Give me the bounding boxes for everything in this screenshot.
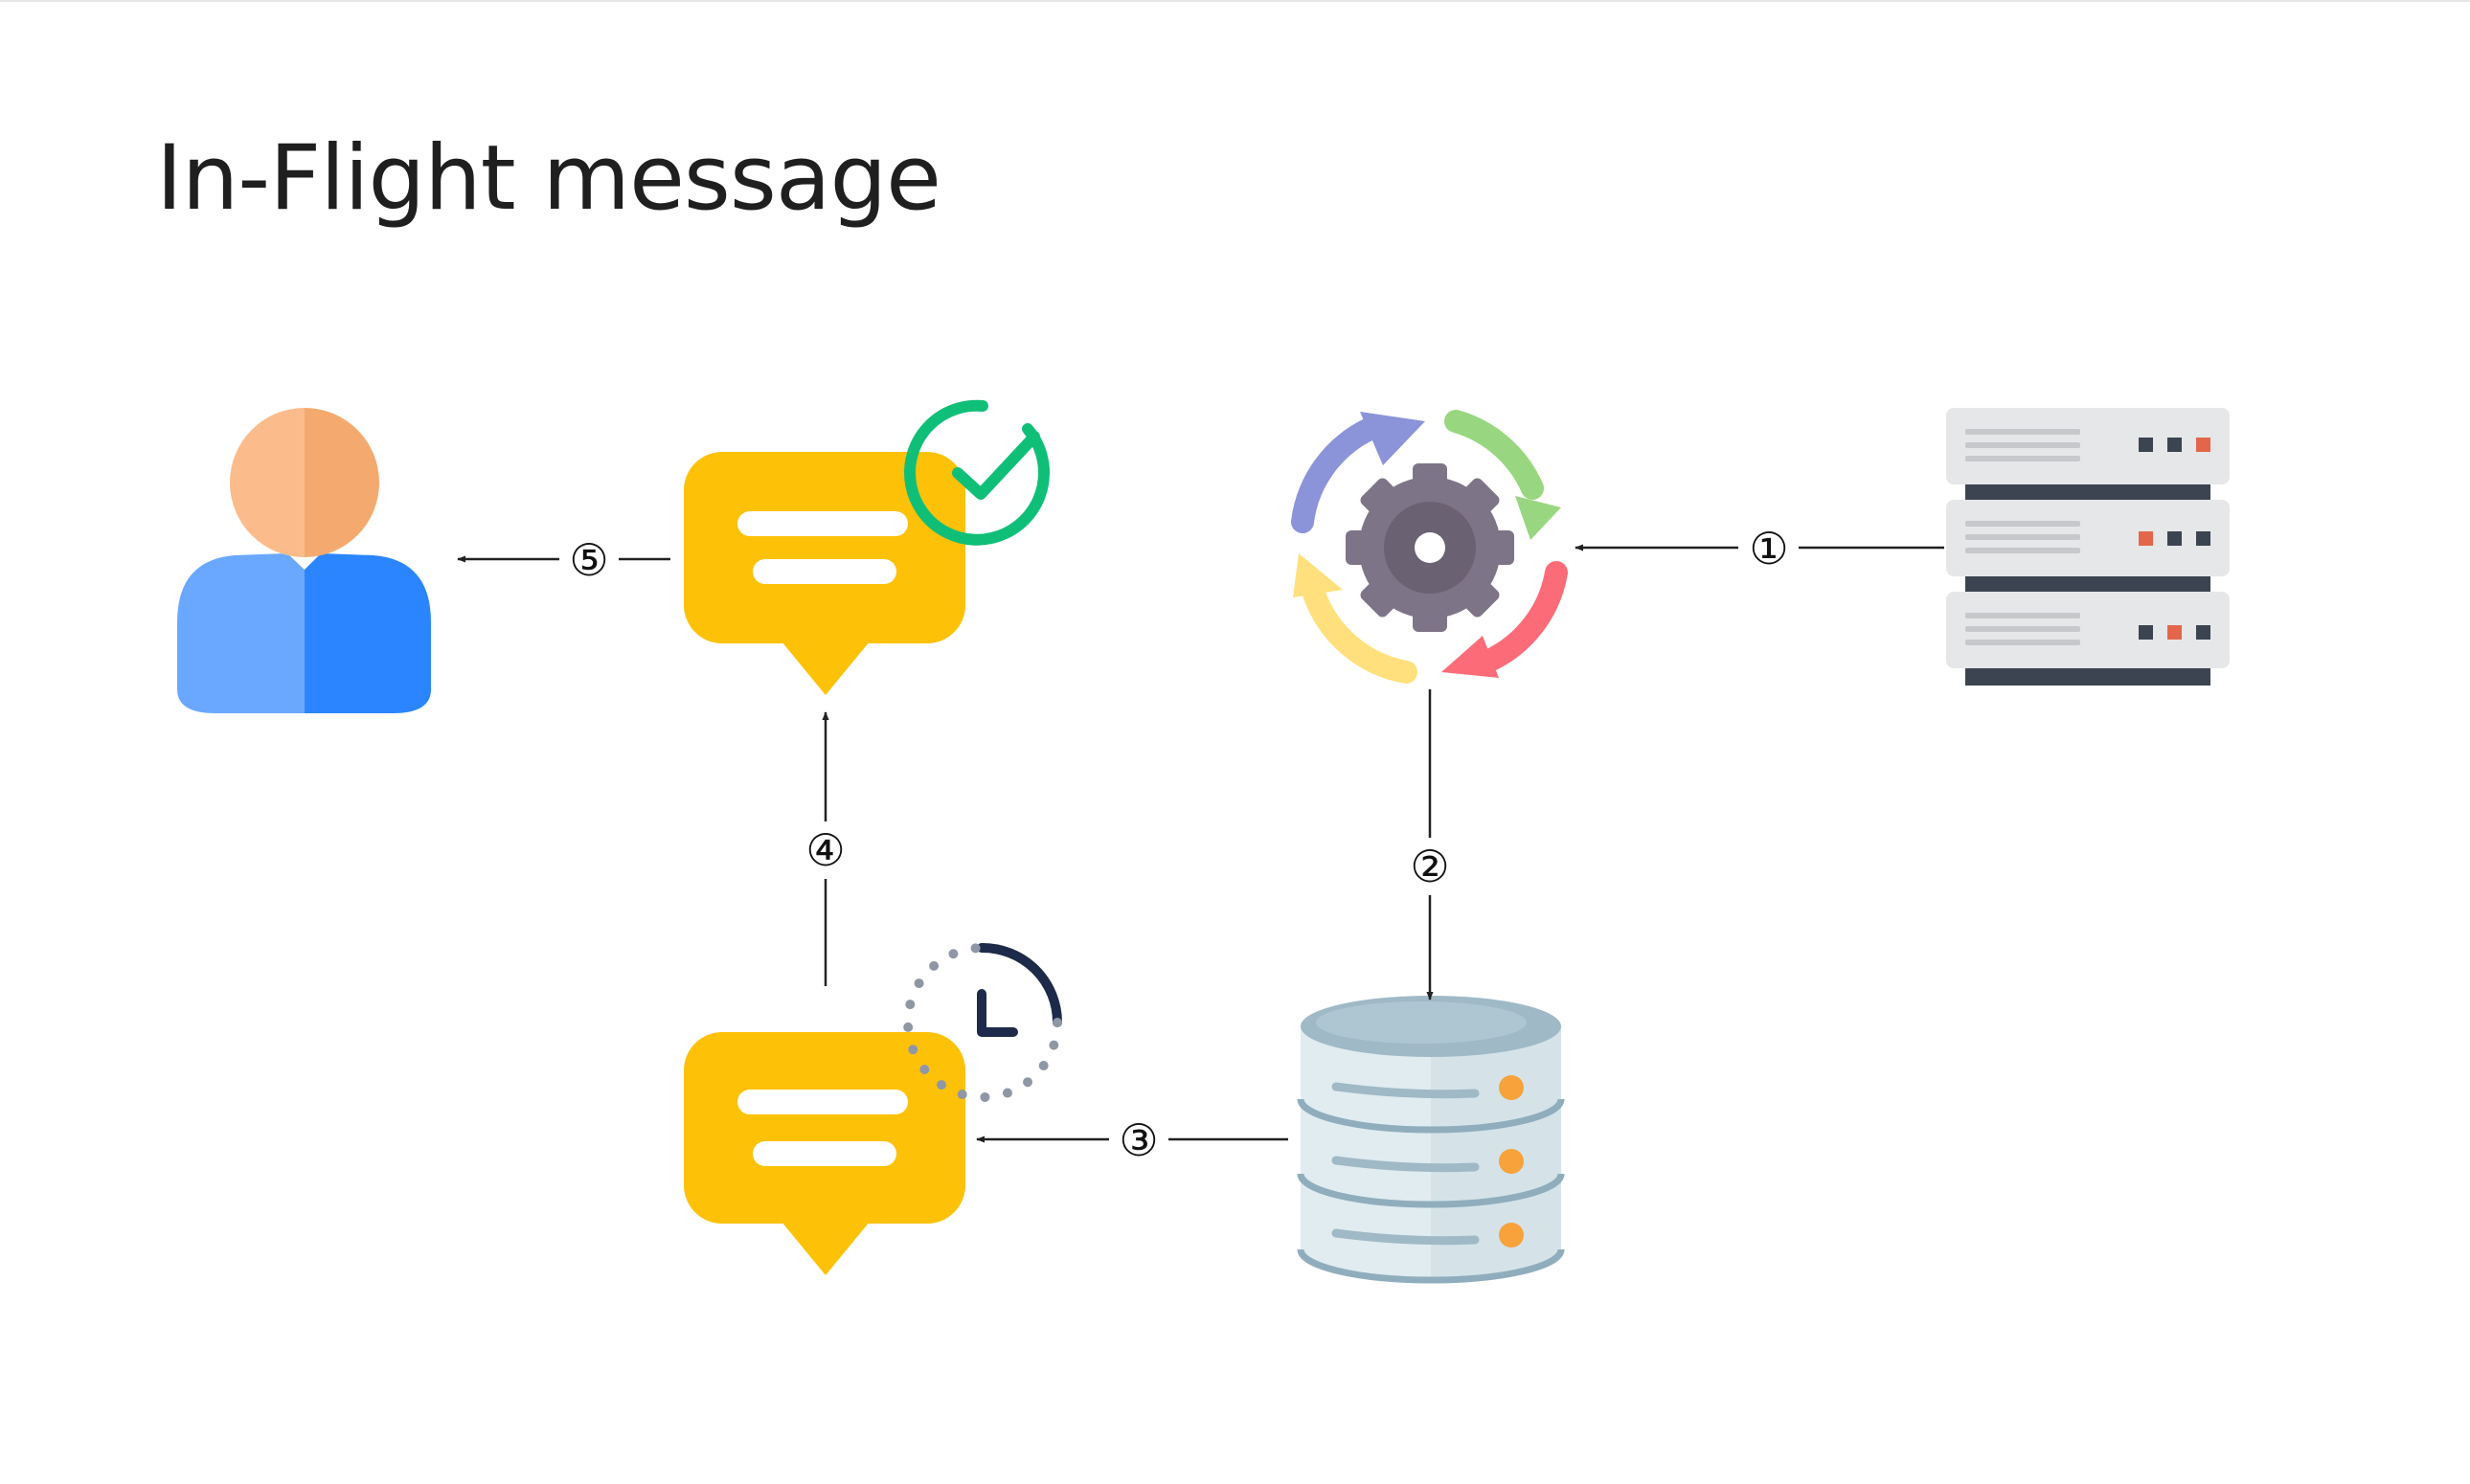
server-unit [1946,592,2230,686]
page-title: In-Flight message [156,126,941,231]
server-unit [1946,408,2230,500]
user-icon [177,408,431,713]
message-check-icon [684,399,1050,695]
step-label-4: ④ [805,824,845,876]
gear-cycle-icon [1291,410,1568,684]
message-clock-icon [684,942,1062,1275]
step-label-1: ① [1749,523,1788,574]
clock-icon [903,942,1062,1102]
step-label-3: ③ [1119,1114,1158,1166]
server-unit [1946,500,2230,592]
gear-icon [1346,463,1514,632]
connectors [457,544,1944,1143]
top-divider [0,0,2470,2]
server-vents [1965,429,2080,645]
database-icon [1297,996,1565,1284]
step-label-2: ② [1410,841,1449,892]
server-rack-icon [1946,408,2230,686]
step-label-5: ⑤ [569,534,608,586]
